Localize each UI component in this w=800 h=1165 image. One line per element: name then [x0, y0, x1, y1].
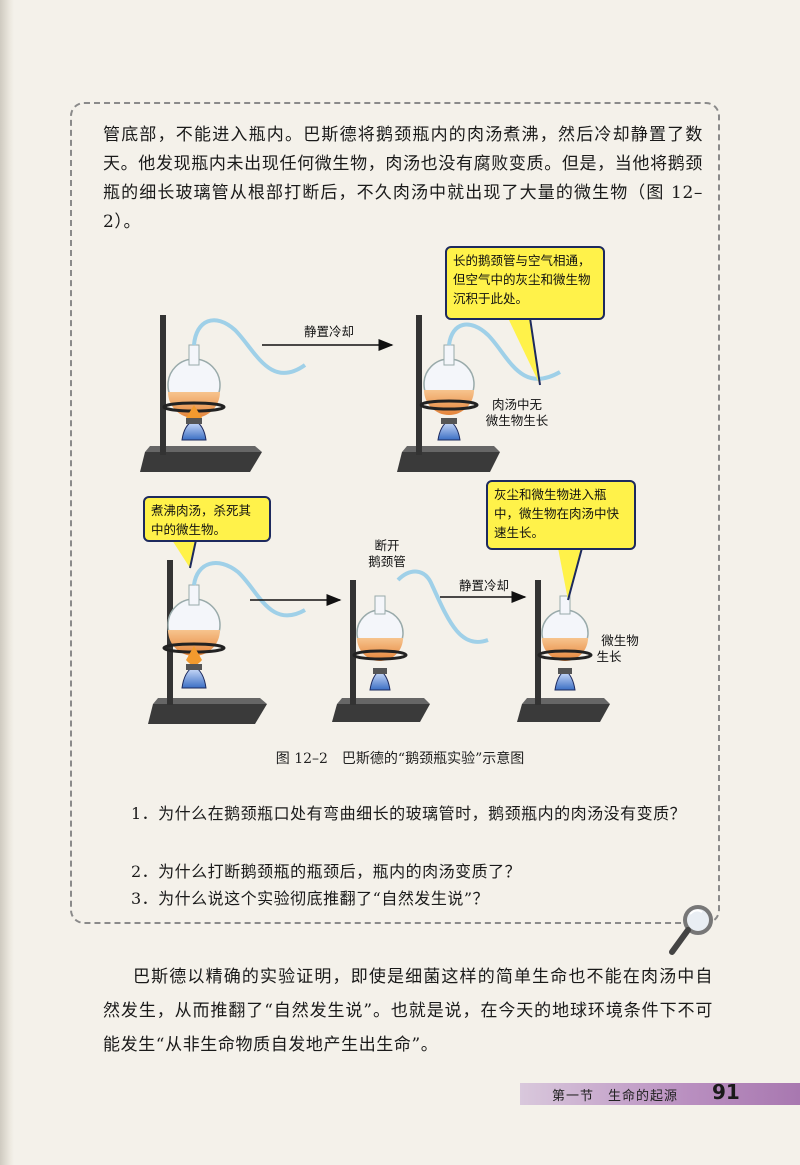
- label-growth-2: 生长: [596, 649, 622, 664]
- apparatus-boiling: [140, 315, 307, 472]
- arrow-label-bottom: 静置冷却: [458, 578, 509, 593]
- apparatus-broken-neck: [332, 569, 489, 722]
- bubble-enter: 灰尘和微生物进入瓶中，微生物在肉汤中快速生长。: [486, 480, 636, 550]
- figure-caption: 图 12–2 巴斯德的“鹅颈瓶实验”示意图: [275, 751, 525, 767]
- footer-bar: [520, 1083, 800, 1105]
- bubble-boil-pointer: [172, 539, 198, 569]
- intro-paragraph: 管底部，不能进入瓶内。巴斯德将鹅颈瓶内的肉汤煮沸，然后冷却静置了数天。他发现瓶内…: [103, 125, 703, 232]
- question-1: 1．为什么在鹅颈瓶口处有弯曲细长的玻璃管时，鹅颈瓶内的肉汤没有变质？: [131, 804, 687, 823]
- bubble-boil: 煮沸肉汤，杀死其中的微生物。: [143, 496, 271, 542]
- page-spine-shadow: [0, 0, 14, 1165]
- page-number: 91: [712, 1080, 740, 1104]
- label-break-2: 鹅颈管: [368, 554, 406, 569]
- bubble-neck: 长的鹅颈管与空气相通，但空气中的灰尘和微生物沉积于此处。: [445, 246, 605, 320]
- bubble-enter-pointer: [558, 547, 584, 601]
- label-no-growth-2: 微生物生长: [485, 413, 549, 428]
- question-3: 3．为什么说这个实验彻底推翻了“自然发生说”？: [131, 889, 490, 908]
- apparatus-growth: [517, 580, 610, 722]
- apparatus-boiling-second: [148, 560, 306, 724]
- activity-box: [70, 102, 720, 924]
- arrow-label-top: 静置冷却: [303, 324, 354, 339]
- magnifier-icon: [669, 905, 713, 955]
- label-break-1: 断开: [374, 538, 400, 553]
- label-growth-1: 微生物: [601, 633, 639, 648]
- label-no-growth-1: 肉汤中无: [491, 397, 542, 412]
- question-2: 2．为什么打断鹅颈瓶的瓶颈后，瓶内的肉汤变质了？: [131, 862, 522, 881]
- conclusion-paragraph: 巴斯德以精确的实验证明，即使是细菌这样的简单生命也不能在肉汤中自然发生，从而推翻…: [103, 967, 713, 1055]
- footer-section-title: 第一节 生命的起源: [552, 1089, 679, 1104]
- apparatus-cooled: [397, 315, 561, 472]
